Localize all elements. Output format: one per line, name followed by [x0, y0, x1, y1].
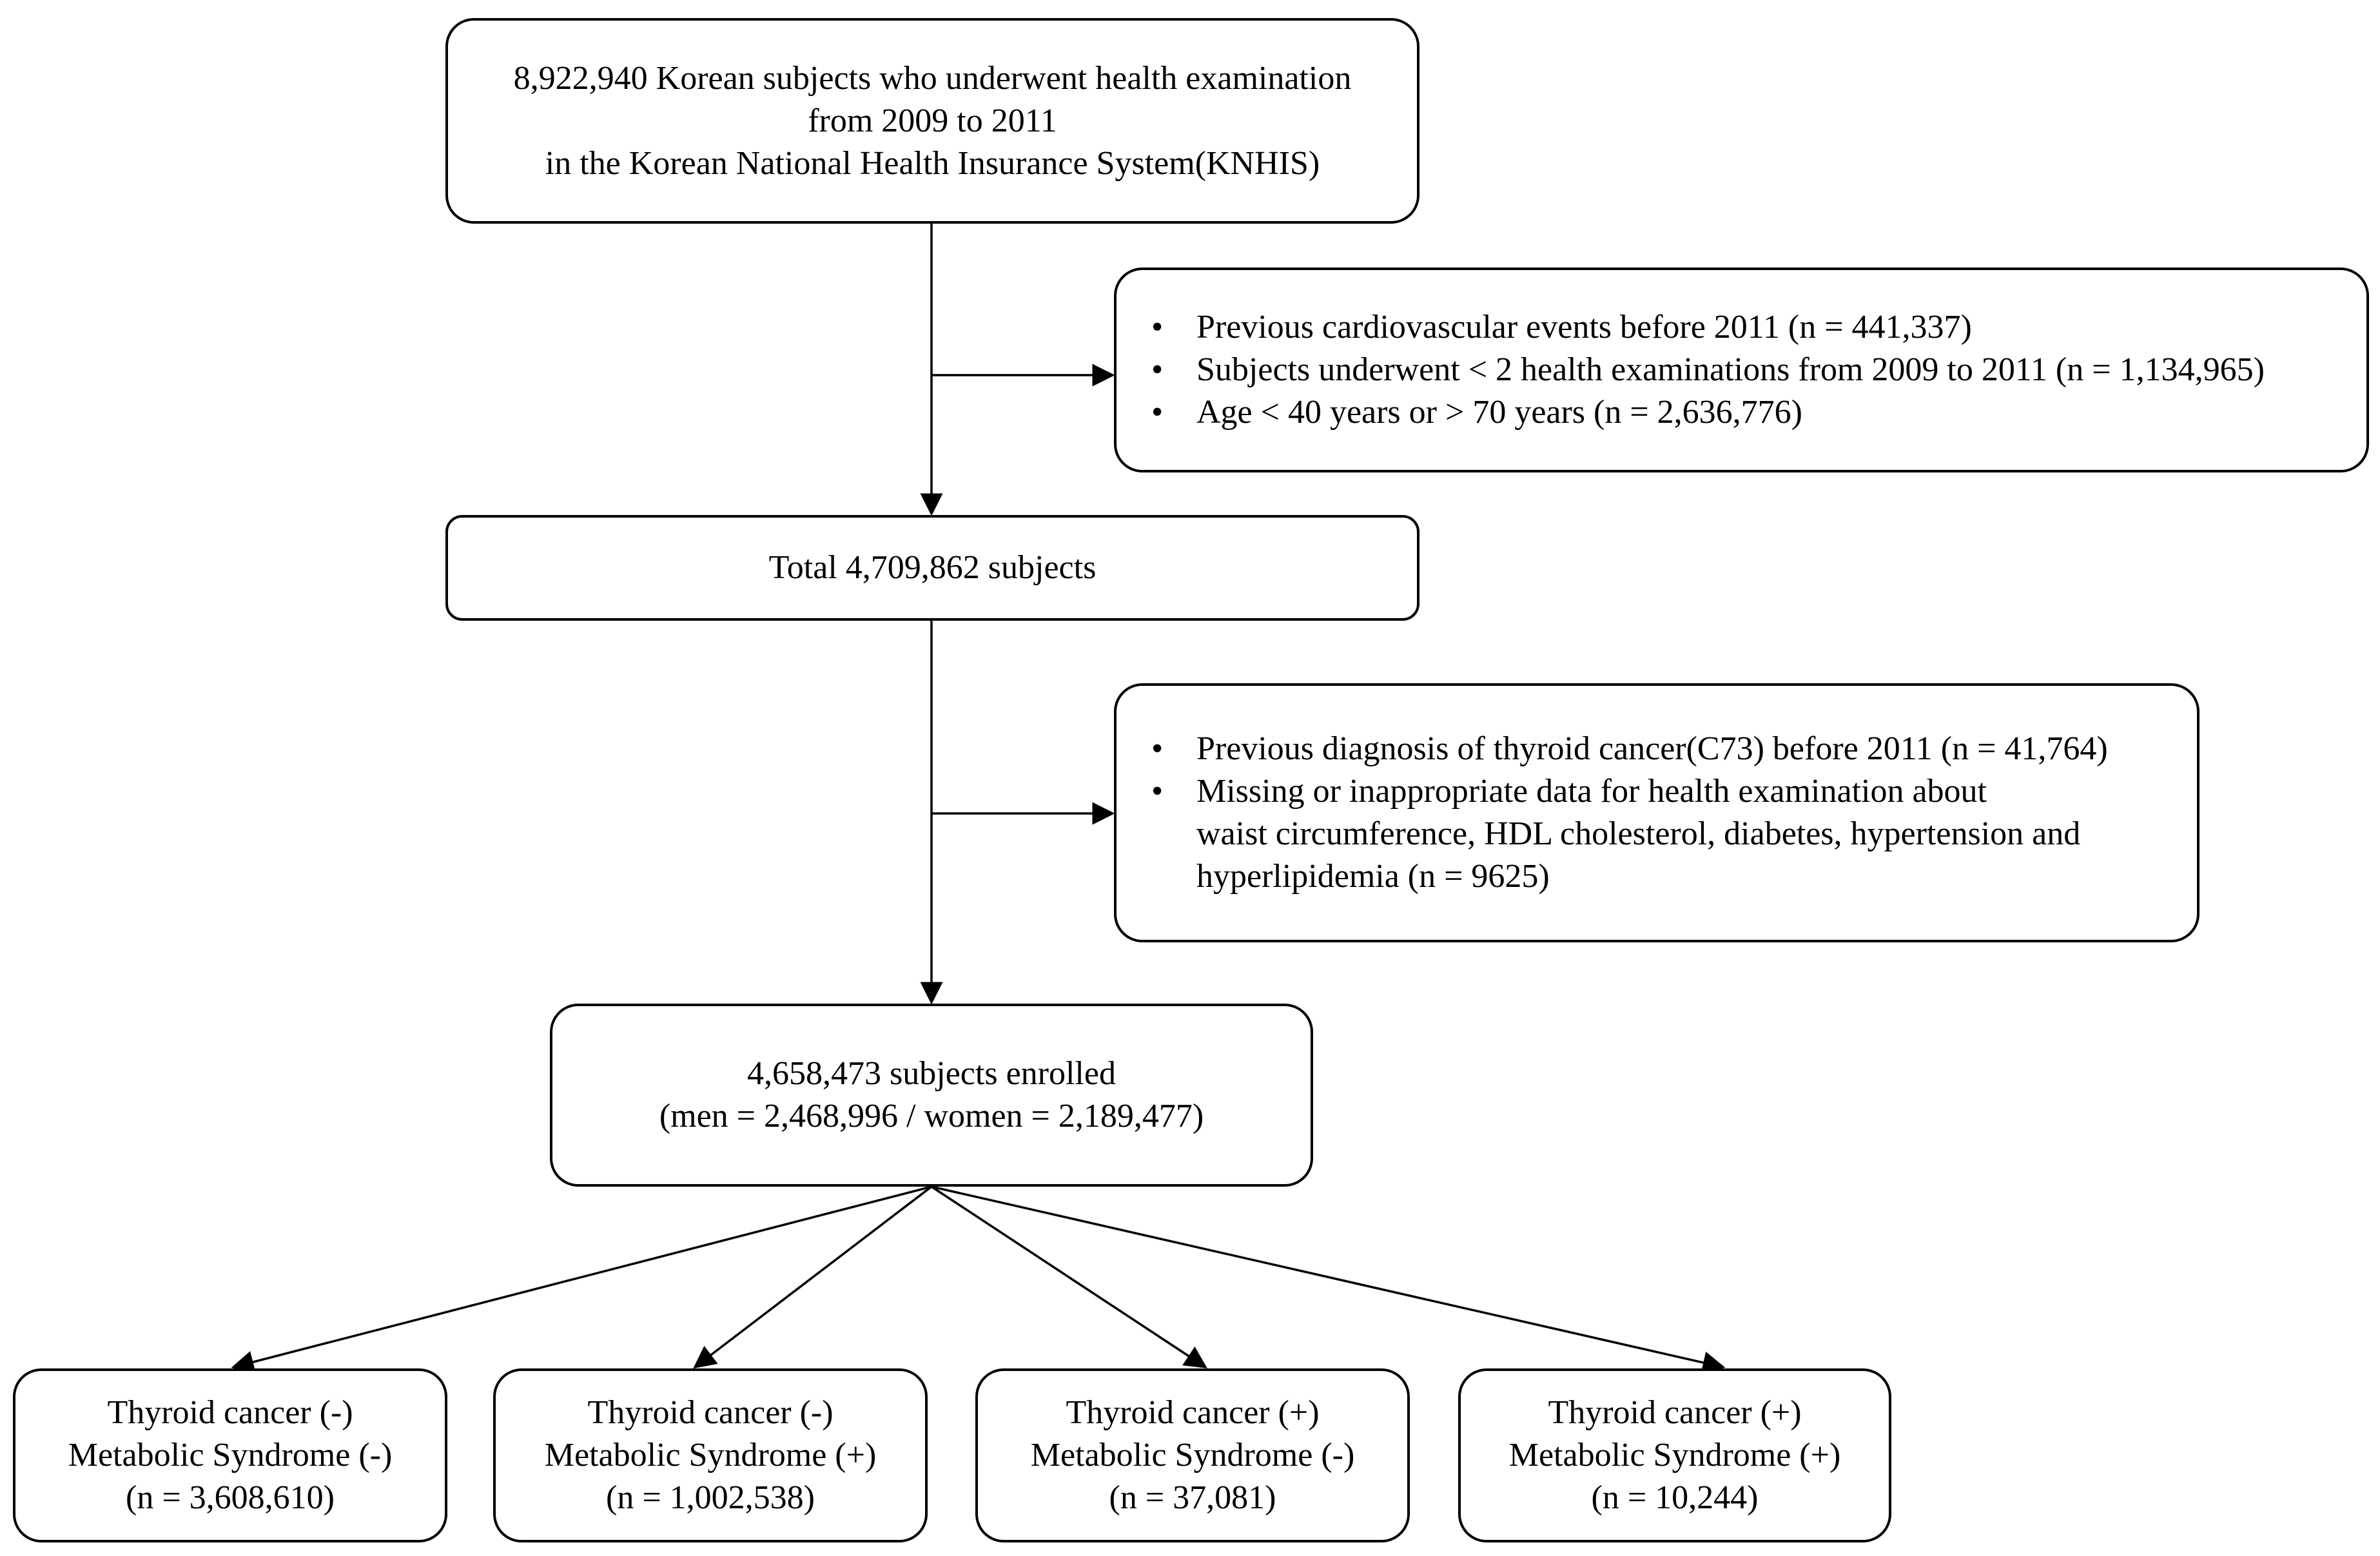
exclusion-list-2: Previous diagnosis of thyroid cancer(C73…: [1151, 728, 2108, 898]
group-box-tc-neg-ms-pos: Thyroid cancer (-) Metabolic Syndrome (+…: [493, 1368, 928, 1542]
exclusion-item-examinations: Subjects underwent < 2 health examinatio…: [1151, 349, 2265, 391]
arrow-to-group-1: [231, 1185, 932, 1374]
arrow-to-group-2: [693, 1185, 933, 1369]
group-1-line-2: Metabolic Syndrome (-): [68, 1437, 393, 1473]
group-4-line-1: Thyroid cancer (+): [1548, 1394, 1802, 1431]
total-subjects-label: Total 4,709,862 subjects: [768, 549, 1097, 586]
total-subjects-box: Total 4,709,862 subjects: [445, 515, 1419, 621]
exclusion-item-missing-data: Missing or inappropriate data for health…: [1151, 770, 2108, 898]
source-line-2: from 2009 to 2011: [808, 102, 1057, 139]
arrow-to-group-3: [931, 1185, 1207, 1368]
group-3-line-3: (n = 37,081): [1109, 1479, 1276, 1516]
enrolled-line-2: (men = 2,468,996 / women = 2,189,477): [659, 1098, 1204, 1134]
source-population-box: 8,922,940 Korean subjects who underwent …: [445, 18, 1419, 224]
group-4-line-3: (n = 10,244): [1591, 1479, 1759, 1516]
group-4-line-2: Metabolic Syndrome (+): [1508, 1437, 1841, 1473]
group-1-line-1: Thyroid cancer (-): [107, 1394, 353, 1431]
source-line-1: 8,922,940 Korean subjects who underwent …: [513, 59, 1352, 97]
exclusion-list-1: Previous cardiovascular events before 20…: [1151, 306, 2265, 434]
group-box-tc-pos-ms-pos: Thyroid cancer (+) Metabolic Syndrome (+…: [1458, 1368, 1891, 1542]
exclusion-item-age: Age < 40 years or > 70 years (n = 2,636,…: [1151, 391, 2265, 434]
group-2-line-2: Metabolic Syndrome (+): [544, 1437, 877, 1473]
group-2-line-3: (n = 1,002,538): [606, 1479, 815, 1516]
enrolled-subjects-box: 4,658,473 subjects enrolled (men = 2,468…: [550, 1004, 1313, 1187]
group-box-tc-neg-ms-neg: Thyroid cancer (-) Metabolic Syndrome (-…: [13, 1368, 447, 1542]
source-line-3: in the Korean National Health Insurance …: [545, 144, 1320, 182]
group-3-line-1: Thyroid cancer (+): [1066, 1394, 1320, 1431]
enrolled-line-1: 4,658,473 subjects enrolled: [747, 1055, 1116, 1092]
exclusion-item-cardiovascular: Previous cardiovascular events before 20…: [1151, 306, 2265, 349]
exclusion-box-2: Previous diagnosis of thyroid cancer(C73…: [1114, 683, 2200, 942]
exclusion-box-1: Previous cardiovascular events before 20…: [1114, 267, 2369, 472]
group-box-tc-pos-ms-neg: Thyroid cancer (+) Metabolic Syndrome (-…: [975, 1368, 1410, 1542]
group-2-line-1: Thyroid cancer (-): [587, 1394, 834, 1431]
arrow-to-group-4: [931, 1185, 1726, 1374]
exclusion-item-thyroid-cancer: Previous diagnosis of thyroid cancer(C73…: [1151, 728, 2108, 770]
group-1-line-3: (n = 3,608,610): [126, 1479, 335, 1516]
group-3-line-2: Metabolic Syndrome (-): [1030, 1437, 1355, 1473]
